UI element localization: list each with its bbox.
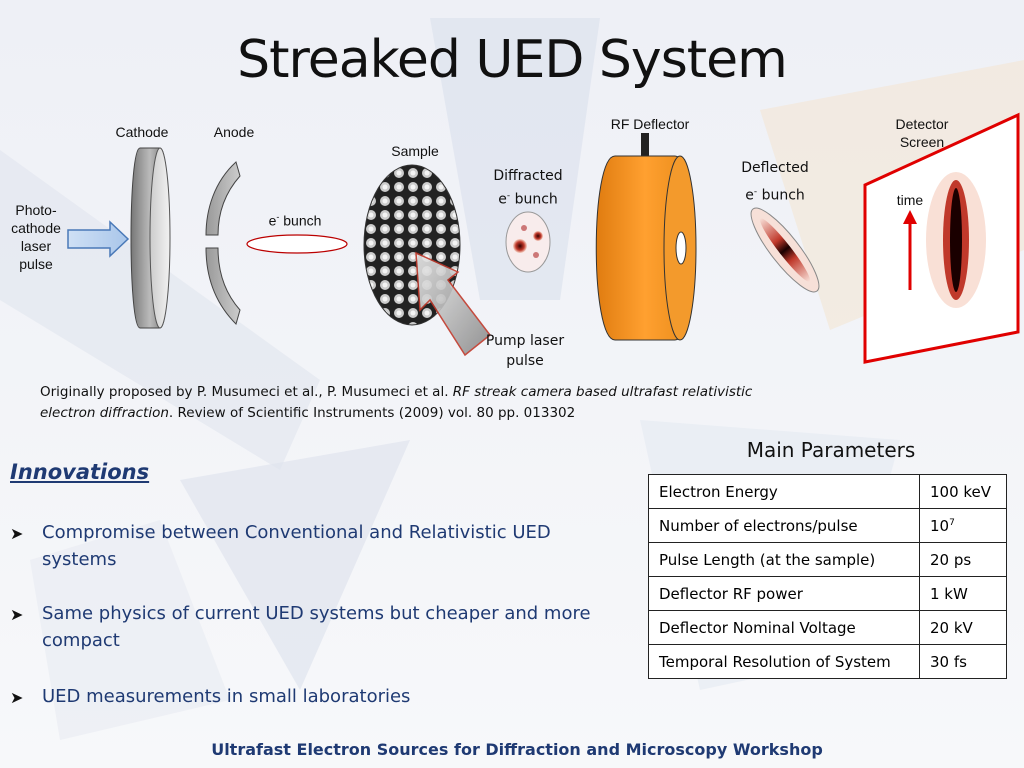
rf-deflector [595,133,697,341]
electron-symbol: e [268,212,277,229]
param-name: Electron Energy [648,474,920,509]
bullet-item: ➤ UED measurements in small laboratories [10,683,610,710]
photocathode-laser-arrow [67,220,130,258]
diffracted-label-line: bunch [514,191,558,208]
pump-label-line: pulse [506,353,544,369]
bullet-text: Compromise between Conventional and Rela… [42,522,551,570]
anode-electrode [205,161,241,325]
pump-laser-label: Pump laser pulse [470,331,580,371]
bullet-text: Same physics of current UED systems but … [42,603,591,651]
param-value: 20 kV [919,610,1007,645]
cathode-label: Cathode [115,124,169,140]
param-value-exponent: 7 [949,517,955,528]
electron-symbol: e [498,191,507,208]
citation-paper-title: RF streak camera based ultrafast relativ… [452,384,753,400]
table-row: Deflector RF power 1 kW [648,576,1007,611]
diffracted-bunch [505,211,551,273]
table-row: Pulse Length (at the sample) 20 ps [648,542,1007,577]
param-name: Deflector RF power [648,576,920,611]
deflected-label: Deflected e- bunch [720,158,830,206]
arrow-bullet-icon: ➤ [10,688,24,707]
param-name: Pulse Length (at the sample) [648,542,920,577]
citation-paper-title: electron diffraction [40,405,169,421]
pump-label-line: Pump laser [485,333,565,349]
param-value: 20 ps [919,542,1007,577]
minus-sign: - [276,212,280,222]
param-value: 1 kW [919,576,1007,611]
pump-laser-arrow [415,251,492,357]
minus-sign: - [753,187,758,197]
photocathode-label: Photo- cathode laser pulse [0,201,72,273]
diffracted-label-line: Diffracted [493,168,563,184]
cathode-disk [130,147,171,329]
minus-sign: - [506,191,511,201]
param-name: Temporal Resolution of System [648,644,920,679]
rf-deflector-label: RF Deflector [610,116,690,132]
streaked-ued-diagram [67,112,1020,364]
param-value: 107 [919,508,1007,543]
bullet-item: ➤ Same physics of current UED systems bu… [10,600,610,654]
anode-label: Anode [213,124,255,140]
photocathode-label-line: cathode [11,220,61,236]
param-name: Number of electrons/pulse [648,508,920,543]
innovations-heading: Innovations [10,460,150,484]
bullet-item: ➤ Compromise between Conventional and Re… [10,519,610,573]
arrow-bullet-icon: ➤ [10,524,24,543]
electron-bunch [246,234,348,254]
deflected-bunch [750,207,820,293]
deflected-label-line: bunch [761,187,805,204]
detector-screen [863,112,1020,364]
table-row: Deflector Nominal Voltage 20 kV [648,610,1007,645]
diffracted-label: Diffracted e- bunch [478,166,578,210]
parameters-heading: Main Parameters [746,438,916,462]
electron-symbol: e [745,187,754,204]
slide-title: Streaked UED System [237,30,788,90]
arrow-bullet-icon: ➤ [10,605,24,624]
parameters-table: Electron Energy 100 keV Number of electr… [648,474,1007,679]
photocathode-label-line: pulse [19,256,53,272]
photocathode-label-line: Photo- [15,202,57,218]
table-row: Temporal Resolution of System 30 fs [648,644,1007,679]
deflected-label-line: Deflected [741,160,809,176]
param-value: 30 fs [919,644,1007,679]
sample-label: Sample [391,143,439,159]
table-row: Number of electrons/pulse 107 [648,508,1007,543]
detector-label-line: Detector [895,116,949,132]
footer-workshop-name: Ultrafast Electron Sources for Diffracti… [211,740,823,759]
time-axis-label: time [896,192,924,208]
citation: Originally proposed by P. Musumeci et al… [40,382,800,424]
param-value-base: 10 [930,516,950,535]
e-bunch-text: bunch [283,212,322,229]
e-bunch-label: e- bunch [250,208,340,230]
param-value: 100 keV [919,474,1007,509]
photocathode-label-line: laser [20,238,52,254]
detector-label-line: Screen [899,134,945,150]
bullet-text: UED measurements in small laboratories [42,686,411,707]
table-row: Electron Energy 100 keV [648,474,1007,509]
citation-text: . Review of Scientific Instruments (2009… [168,405,576,421]
citation-text: Originally proposed by P. Musumeci et al… [40,384,453,400]
detector-screen-label: Detector Screen [870,115,974,151]
param-name: Deflector Nominal Voltage [648,610,920,645]
